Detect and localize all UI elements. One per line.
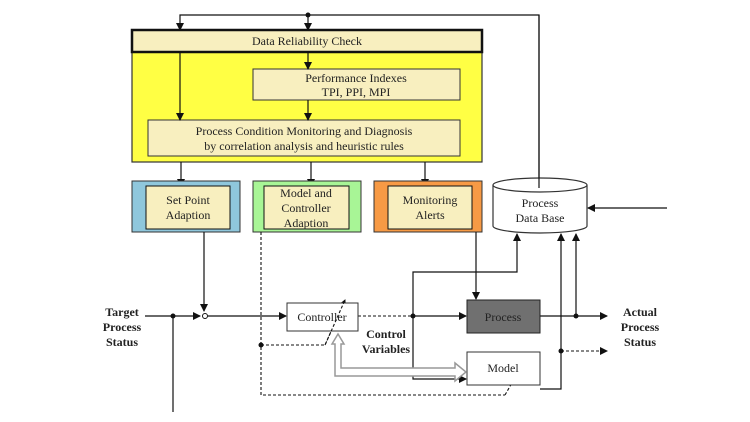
actual-label: Actual bbox=[623, 305, 658, 319]
actual-label-2: Process bbox=[621, 320, 660, 334]
monitoring-sublabel: by correlation analysis and heuristic ru… bbox=[204, 139, 404, 153]
process-label: Process bbox=[485, 310, 522, 324]
reliability-label: Data Reliability Check bbox=[252, 34, 362, 48]
database-label: Process bbox=[522, 196, 559, 210]
performance-indexes: TPI, PPI, MPI bbox=[322, 85, 391, 99]
performance-label: Performance Indexes bbox=[305, 71, 407, 85]
model-label: Model bbox=[487, 361, 519, 375]
alerts-label: Monitoring bbox=[403, 193, 458, 207]
target-label-2: Process bbox=[103, 320, 142, 334]
model-adaption-box bbox=[263, 185, 350, 230]
target-label-3: Status bbox=[106, 335, 138, 349]
controller-box bbox=[286, 302, 359, 332]
control-variables-label-2: Variables bbox=[362, 342, 411, 356]
alerts-label-2: Alerts bbox=[415, 208, 445, 222]
actual-label-3: Status bbox=[624, 335, 656, 349]
model-box bbox=[466, 351, 541, 386]
setpoint-box bbox=[145, 185, 231, 230]
control-variables-label: Control bbox=[366, 327, 406, 341]
control-variables-arrow bbox=[330, 332, 468, 383]
performance-box bbox=[252, 68, 461, 101]
setpoint-label-2: Adaption bbox=[166, 208, 211, 222]
reliability-check-box bbox=[130, 28, 484, 54]
database-icon bbox=[492, 177, 588, 234]
controller-label: Controller bbox=[297, 310, 346, 324]
model-adaption-label-2: Controller bbox=[281, 201, 330, 215]
database-label-2: Data Base bbox=[516, 211, 565, 225]
target-label: Target bbox=[105, 305, 139, 319]
process-box bbox=[466, 299, 541, 334]
setpoint-label: Set Point bbox=[166, 193, 210, 207]
model-adaption-label-3: Adaption bbox=[284, 216, 329, 230]
model-adaption-label: Model and bbox=[280, 186, 332, 200]
alerts-box bbox=[387, 185, 473, 230]
monitoring-label: Process Condition Monitoring and Diagnos… bbox=[196, 124, 413, 138]
